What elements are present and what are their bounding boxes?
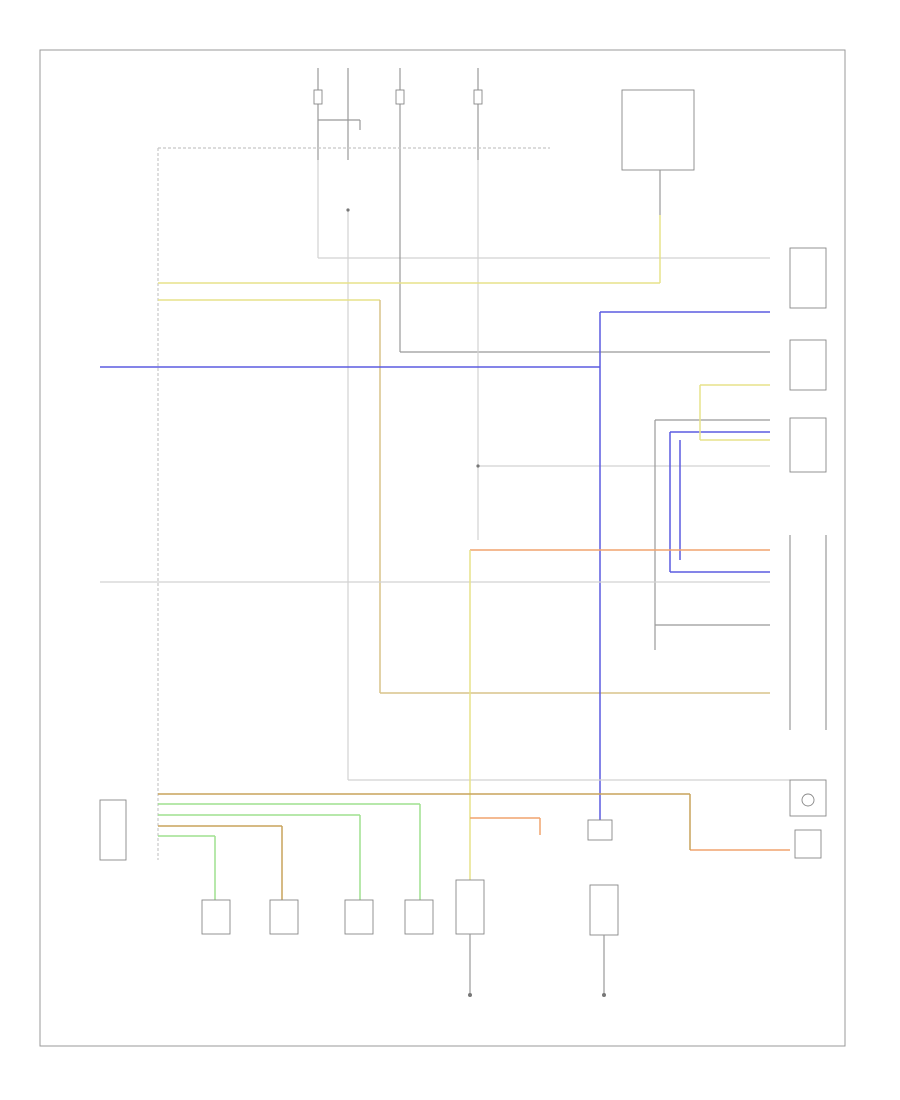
trunk-lid-switch bbox=[587, 819, 613, 841]
right-components bbox=[789, 247, 827, 859]
door-switches bbox=[201, 879, 619, 997]
fuse-2 bbox=[395, 89, 405, 105]
fuse-1 bbox=[313, 89, 323, 105]
power-supply-section bbox=[157, 68, 550, 860]
diagram-frame bbox=[39, 49, 846, 1047]
security-indicator-box bbox=[621, 89, 695, 215]
fuse-3 bbox=[473, 89, 483, 105]
bottom-harness bbox=[99, 793, 691, 900]
